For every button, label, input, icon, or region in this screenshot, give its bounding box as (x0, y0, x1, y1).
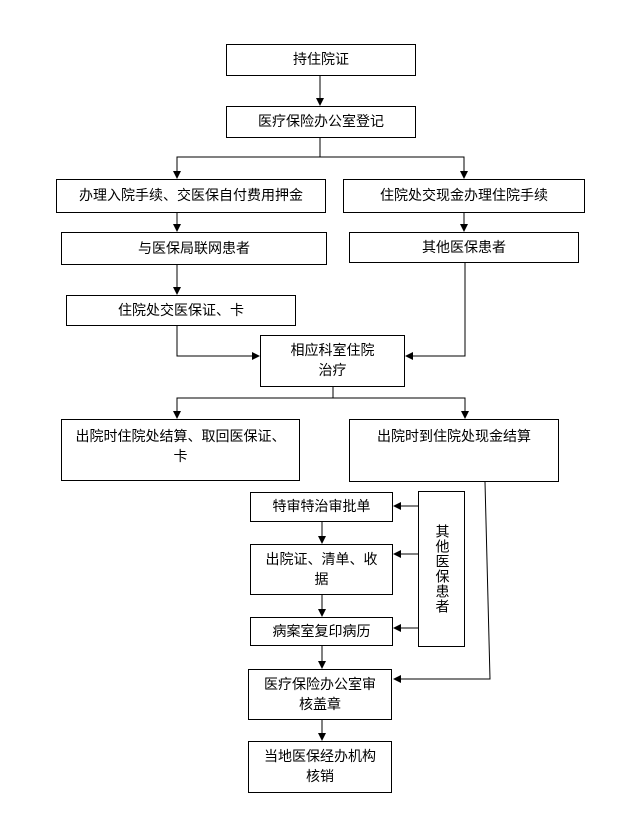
node-other-patients: 其他医保患者 (349, 232, 579, 263)
node-office-review-label: 医疗保险办公室审核盖章 (264, 676, 376, 713)
node-networked: 与医保局联网患者 (61, 232, 327, 265)
node-discharge-settle-label: 出院时住院处结算、取回医保证、卡 (75, 429, 286, 465)
node-cash-settle-label: 出院时到住院处现金结算 (377, 429, 531, 445)
node-other-patients-label: 其他医保患者 (422, 239, 506, 256)
node-register-label: 医疗保险办公室登记 (258, 114, 384, 130)
node-office-review: 医疗保险办公室审核盖章 (248, 669, 392, 720)
branch-treatment-right (333, 397, 469, 419)
node-cash-settle: 出院时到住院处现金结算 (349, 419, 559, 482)
node-networked-label: 与医保局联网患者 (138, 240, 250, 257)
node-special-approval: 特审特治审批单 (250, 492, 393, 522)
node-copy-records: 病案室复印病历 (250, 617, 393, 646)
arrow-cash-settle-to-review (393, 481, 491, 683)
node-admit-deposit: 办理入院手续、交医保自付费用押金 (56, 179, 326, 213)
node-local-agency: 当地医保经办机构核销 (248, 741, 392, 793)
node-discharge-settle: 出院时住院处结算、取回医保证、卡 (61, 419, 300, 481)
node-cash-admit: 住院处交现金办理住院手续 (343, 179, 585, 213)
node-hand-in-card-label: 住院处交医保证、卡 (118, 302, 244, 319)
branch-treatment (173, 387, 334, 419)
node-discharge-docs: 出院证、清单、收据 (250, 544, 393, 595)
node-discharge-docs-label: 出院证、清单、收据 (265, 551, 378, 588)
node-local-agency-label: 当地医保经办机构核销 (264, 749, 376, 785)
node-copy-records-label: 病案室复印病历 (272, 623, 371, 640)
node-admit-deposit-label: 办理入院手续、交医保自付费用押金 (79, 188, 303, 204)
node-hand-in-card: 住院处交医保证、卡 (66, 295, 296, 326)
node-start: 持住院证 (226, 44, 416, 76)
node-special-approval-label: 特审特治审批单 (272, 499, 371, 515)
branch-register-right (320, 156, 465, 178)
arrow-card-to-treatment (176, 326, 260, 360)
arrow-other-to-treatment (405, 263, 466, 360)
node-side-other: 其他医保患者 (418, 491, 465, 647)
node-register: 医疗保险办公室登记 (226, 106, 416, 138)
node-side-other-label: 其他医保患者 (433, 524, 450, 614)
node-cash-admit-label: 住院处交现金办理住院手续 (380, 188, 548, 204)
node-treatment-label: 相应科室住院治疗 (290, 343, 375, 379)
branch-register (176, 138, 321, 178)
node-treatment: 相应科室住院治疗 (260, 335, 405, 387)
node-start-label: 持住院证 (293, 52, 349, 68)
